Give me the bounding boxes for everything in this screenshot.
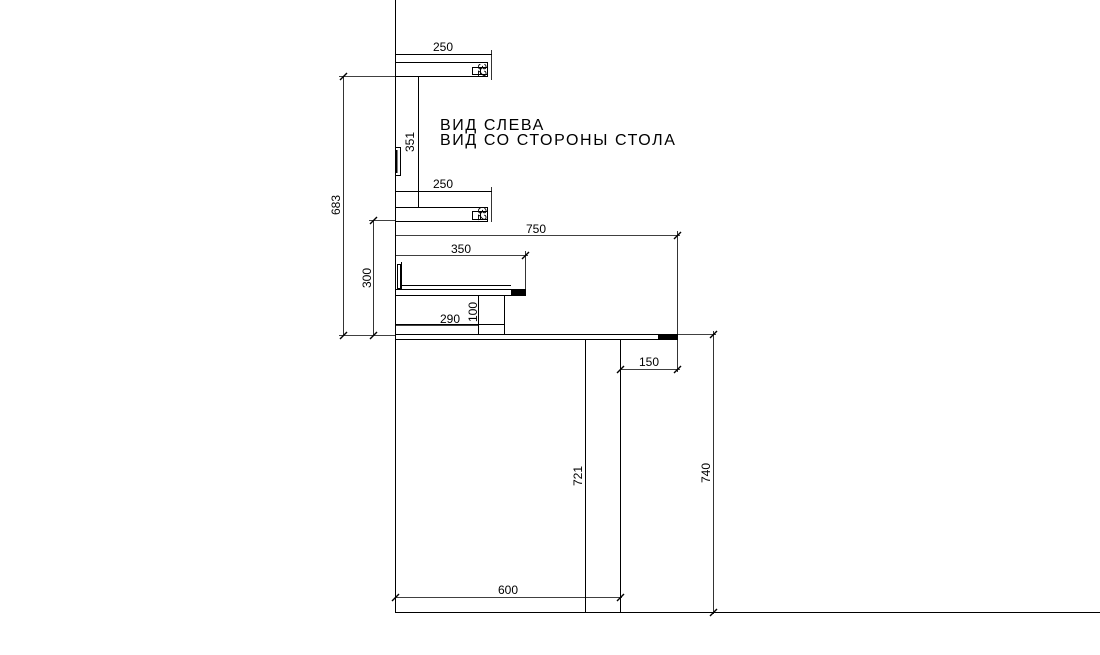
dim-shelf-gap: 351 — [403, 132, 417, 152]
dim-base-depth: 600 — [498, 583, 518, 597]
view-title-line2: ВИД СО СТОРОНЫ СТОЛА — [440, 132, 677, 149]
dim-total-height: 683 — [329, 195, 343, 215]
view-title-line1: ВИД СЛЕВА — [440, 117, 545, 134]
dim-overhang: 150 — [639, 355, 659, 369]
dim-upper-shelf-depth: 250 — [433, 40, 453, 54]
hutch-shelf — [395, 262, 526, 296]
dim-lower-shelf-thickness: 32 — [475, 207, 489, 221]
desk-side-panel — [585, 339, 621, 612]
dim-lower-shelf-depth: 250 — [433, 177, 453, 191]
wall-socket-icon — [395, 147, 401, 176]
desk-top — [395, 334, 678, 340]
dim-drawer-height: 100 — [466, 302, 480, 322]
dim-hutch-height: 300 — [360, 268, 374, 288]
dim-desk-height: 740 — [699, 463, 713, 483]
lower-shelf — [395, 191, 492, 222]
dim-leg-height: 721 — [571, 466, 585, 486]
dim-upper-shelf-thickness: 32 — [475, 63, 489, 77]
dim-hutch-depth: 350 — [451, 242, 471, 256]
drawer-unit — [395, 295, 505, 335]
dim-desk-depth: 750 — [526, 222, 546, 236]
dim-drawer-depth: 290 — [440, 312, 460, 326]
